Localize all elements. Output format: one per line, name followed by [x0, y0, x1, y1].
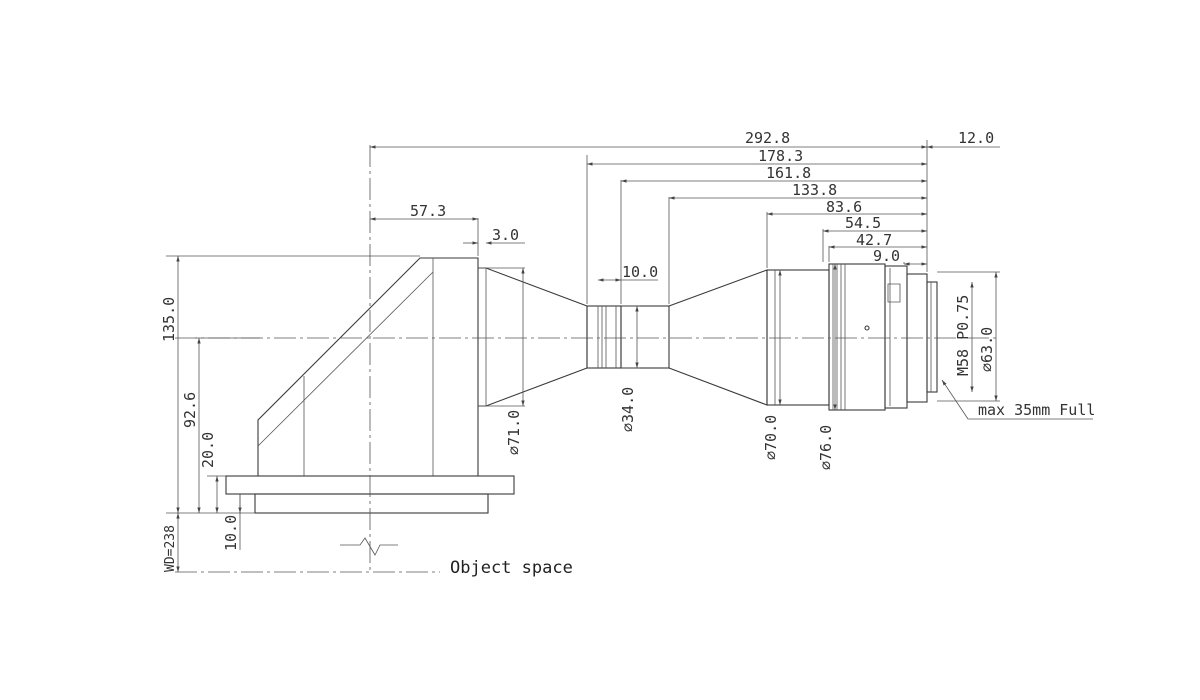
dim-161-8: 161.8 — [766, 164, 811, 182]
dim-dia-71: ⌀71.0 — [505, 410, 523, 455]
dim-wd: WD=238 — [163, 525, 178, 572]
rear-cone — [668, 269, 768, 406]
front-cone — [478, 267, 588, 407]
dim-292-8: 292.8 — [745, 129, 790, 147]
mount-thread — [926, 281, 938, 393]
dim-10-0-v: 10.0 — [222, 515, 240, 551]
dim-135-0: 135.0 — [160, 297, 178, 342]
center-lines — [175, 145, 1000, 573]
dim-dia-70: ⌀70.0 — [762, 415, 780, 460]
dim-42-7: 42.7 — [856, 231, 892, 249]
dim-92-6: 92.6 — [181, 392, 199, 428]
middle-tube — [620, 305, 670, 369]
dim-133-8: 133.8 — [792, 181, 837, 199]
sensor-format-label: max 35mm Full — [978, 401, 1095, 419]
dim-thread: M58 P0.75 — [954, 295, 972, 376]
dim-83-6: 83.6 — [826, 198, 862, 216]
dim-12-0: 12.0 — [958, 129, 994, 147]
lens-body — [225, 257, 938, 514]
dim-dia-34: ⌀34.0 — [619, 387, 637, 432]
object-space-label: Object space — [450, 558, 573, 578]
dim-20-0: 20.0 — [199, 432, 217, 468]
dim-dia-63: ⌀63.0 — [978, 327, 996, 372]
dim-dia-76: ⌀76.0 — [817, 425, 835, 470]
mounting-base — [254, 493, 489, 514]
prism-housing — [257, 257, 479, 476]
dim-3-0: 3.0 — [492, 226, 519, 244]
horizontal-dimensions — [370, 145, 1000, 282]
dim-178-3: 178.3 — [758, 147, 803, 165]
dim-10-0: 10.0 — [622, 263, 658, 281]
dimension-labels: 292.8 178.3 161.8 133.8 83.6 54.5 42.7 9… — [160, 129, 996, 572]
dim-9-0: 9.0 — [873, 247, 900, 265]
extension-lines — [166, 140, 1000, 514]
rear-barrel — [766, 269, 830, 406]
dim-57-3: 57.3 — [410, 202, 446, 220]
vertical-dimensions — [176, 256, 998, 572]
sensor-leader — [941, 379, 1093, 420]
dim-54-5: 54.5 — [845, 214, 881, 232]
